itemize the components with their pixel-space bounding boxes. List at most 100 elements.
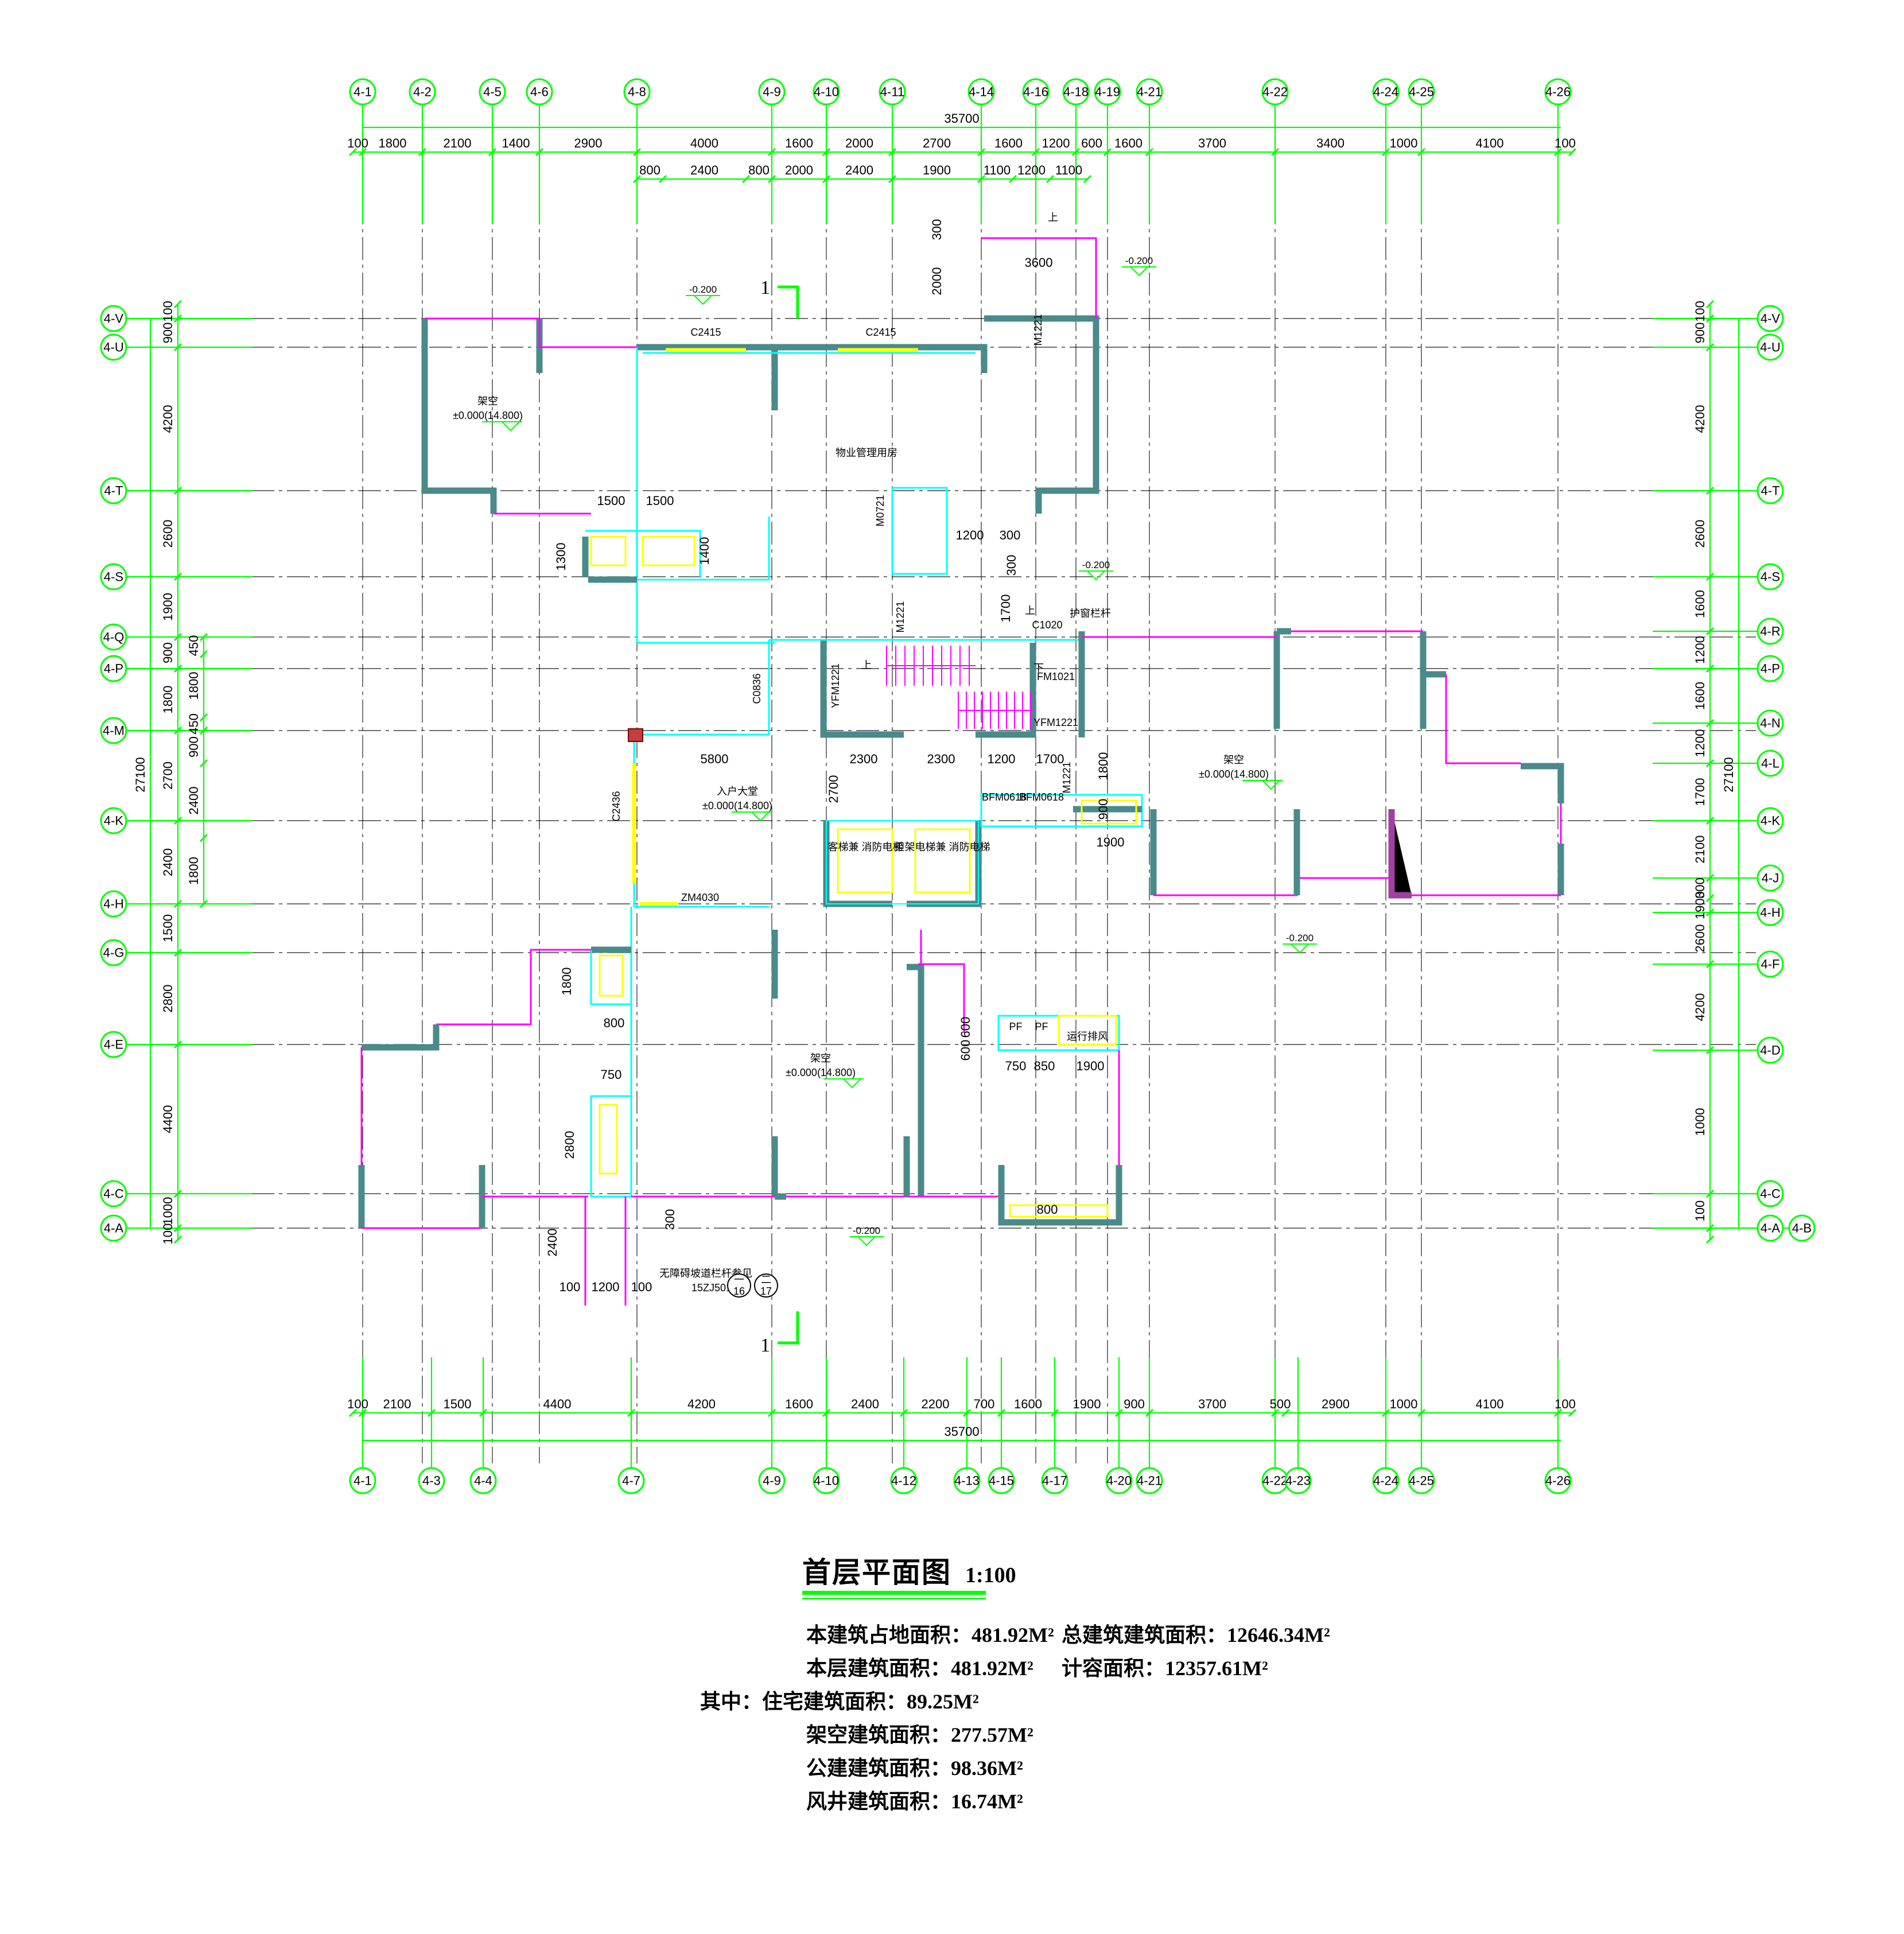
interior-dim: 600 xyxy=(958,1040,973,1061)
interior-dim: 2700 xyxy=(826,775,841,803)
interior-dim: 1900 xyxy=(1077,1059,1105,1073)
dim-top-row1: 1600 xyxy=(994,136,1023,150)
grid-bubble-bottom: 4-10 xyxy=(813,1467,840,1494)
door-window-tag: C1020 xyxy=(1032,619,1062,631)
dim-top-row1: 2000 xyxy=(845,136,873,150)
dim-top-row1: 1600 xyxy=(785,136,813,150)
room-elev-entrance: ±0.000(14.800) xyxy=(702,800,772,811)
svg-text:4-24: 4-24 xyxy=(1373,1474,1398,1488)
dim-bottom-row: 1900 xyxy=(1073,1397,1101,1411)
door-window-tag: M1221 xyxy=(1032,314,1044,345)
dim-bottom-row: 900 xyxy=(1124,1397,1145,1411)
grid-bubble-top: 4-9 xyxy=(758,78,786,106)
dim-top-row2: 2400 xyxy=(845,163,873,177)
grid-bubble-left: 4-G xyxy=(100,939,127,966)
dim-right-row1: 1200 xyxy=(1693,636,1707,664)
stat-row-left: 公建建筑面积：98.36M² xyxy=(806,1757,1023,1780)
grid-bubble-bottom: 4-3 xyxy=(418,1467,445,1494)
dim-bottom-row: 500 xyxy=(1270,1397,1291,1411)
dim-right-row1: 4200 xyxy=(1693,993,1707,1022)
svg-text:4-24: 4-24 xyxy=(1373,85,1398,99)
elevation-marks: -0.200-0.200-0.200-0.200-0.200 xyxy=(482,255,1317,1246)
dim-right-row1: 1600 xyxy=(1693,590,1707,618)
grid-bubble-right: 4-F xyxy=(1757,950,1784,978)
room-label-overhead-nw: 架空 xyxy=(477,395,498,407)
dim-right-row1: 100 xyxy=(1693,301,1707,322)
grid-bubble-left: 4-C xyxy=(100,1180,127,1207)
grid-bubble-right: 4-A xyxy=(1757,1214,1784,1242)
grid-bubble-left: 4-T xyxy=(100,477,127,504)
room-elev-overhead-south: ±0.000(14.800) xyxy=(786,1067,856,1078)
interior-dim: 1700 xyxy=(998,595,1013,623)
pf-label-1: PF xyxy=(1009,1021,1022,1032)
grid-bubble-bottom: 4-12 xyxy=(890,1467,918,1494)
dim-top-row2: 2000 xyxy=(785,163,813,177)
elevation-mark: -0.200 xyxy=(1122,255,1156,277)
grid-bubble-bottom: 4-24 xyxy=(1372,1467,1400,1494)
door-window-tag: BFM0618 xyxy=(982,791,1027,803)
grid-bubble-left: 4-V xyxy=(100,305,127,332)
svg-text:4-K: 4-K xyxy=(1761,814,1781,828)
grid-bubble-bottom: 4-17 xyxy=(1041,1467,1068,1494)
room-elev-overhead-east: ±0.000(14.800) xyxy=(1199,768,1269,780)
svg-text:4-22: 4-22 xyxy=(1262,1474,1288,1488)
elevation-mark: -0.200 xyxy=(686,284,720,305)
dim-bottom-row: 100 xyxy=(347,1397,368,1411)
interior-dim: 750 xyxy=(601,1067,622,1082)
interior-dim: 300 xyxy=(1004,555,1019,576)
dim-bottom-row: 4100 xyxy=(1476,1397,1504,1411)
grid-bubble-top: 4-18 xyxy=(1062,78,1090,106)
svg-text:4-P: 4-P xyxy=(1761,662,1780,676)
elevation-mark: -0.200 xyxy=(1283,933,1317,954)
dim-left-row1: 4400 xyxy=(161,1105,175,1133)
grid-bubble-bottom: 4-25 xyxy=(1408,1467,1435,1494)
dim-right-row1: 2600 xyxy=(1693,520,1707,548)
grid-bubble-left: 4-M xyxy=(100,717,127,744)
dim-left-row1: 1500 xyxy=(161,914,175,942)
svg-text:4-3: 4-3 xyxy=(422,1474,441,1488)
grid-bubble-right: 4-K xyxy=(1757,807,1784,834)
dim-top-total: 35700 xyxy=(944,111,979,126)
dim-left-row1: 2400 xyxy=(161,848,175,876)
dim-top-row2: 1100 xyxy=(1055,163,1082,177)
interior-dim: 900 xyxy=(1096,799,1110,820)
dim-top-row2: 1900 xyxy=(923,163,951,177)
svg-text:4-18: 4-18 xyxy=(1063,85,1089,99)
detail-ref1-top: 一 xyxy=(734,1274,744,1286)
dim-bottom-row: 700 xyxy=(974,1397,995,1411)
drawing-title: 首层平面图 xyxy=(802,1556,951,1589)
svg-text:-0.200: -0.200 xyxy=(853,1225,880,1236)
dim-right-row1: 1600 xyxy=(1693,682,1707,710)
svg-text:-0.200: -0.200 xyxy=(1125,255,1153,266)
grid-bubble-bottom: 4-1 xyxy=(349,1467,376,1494)
svg-text:4-U: 4-U xyxy=(103,340,123,355)
interior-dim: 1900 xyxy=(1097,835,1125,849)
dim-left-row2: 2400 xyxy=(186,787,201,815)
svg-text:4-P: 4-P xyxy=(104,662,123,676)
grid-bubble-top: 4-16 xyxy=(1022,78,1050,106)
stat-row-left: 本层建筑面积：481.92M² xyxy=(806,1657,1033,1680)
dim-right-row1: 2100 xyxy=(1693,836,1707,864)
svg-text:4-Q: 4-Q xyxy=(103,630,125,644)
svg-text:4-R: 4-R xyxy=(1760,624,1780,639)
svg-text:4-J: 4-J xyxy=(1762,871,1779,886)
svg-text:4-25: 4-25 xyxy=(1409,85,1434,99)
door-window-tag: C2415 xyxy=(865,327,896,338)
dim-top-row1: 1000 xyxy=(1390,136,1418,150)
svg-text:4-12: 4-12 xyxy=(891,1474,916,1488)
elevator-label-guest: 客梯兼 消防电梯 xyxy=(827,841,903,853)
svg-text:4-17: 4-17 xyxy=(1042,1474,1067,1488)
interior-dim: 1400 xyxy=(697,537,712,565)
svg-text:4-20: 4-20 xyxy=(1106,1474,1132,1488)
grid-bubble-right: 4-B xyxy=(1788,1214,1816,1242)
dim-right-row1: 100 xyxy=(1693,1201,1707,1222)
svg-text:4-5: 4-5 xyxy=(483,85,502,99)
svg-text:4-M: 4-M xyxy=(103,724,125,738)
dim-left-row1: 2800 xyxy=(161,985,175,1013)
svg-text:4-4: 4-4 xyxy=(474,1474,492,1488)
dim-bottom-row: 1600 xyxy=(785,1397,813,1411)
dim-left-row1: 1900 xyxy=(161,593,175,621)
